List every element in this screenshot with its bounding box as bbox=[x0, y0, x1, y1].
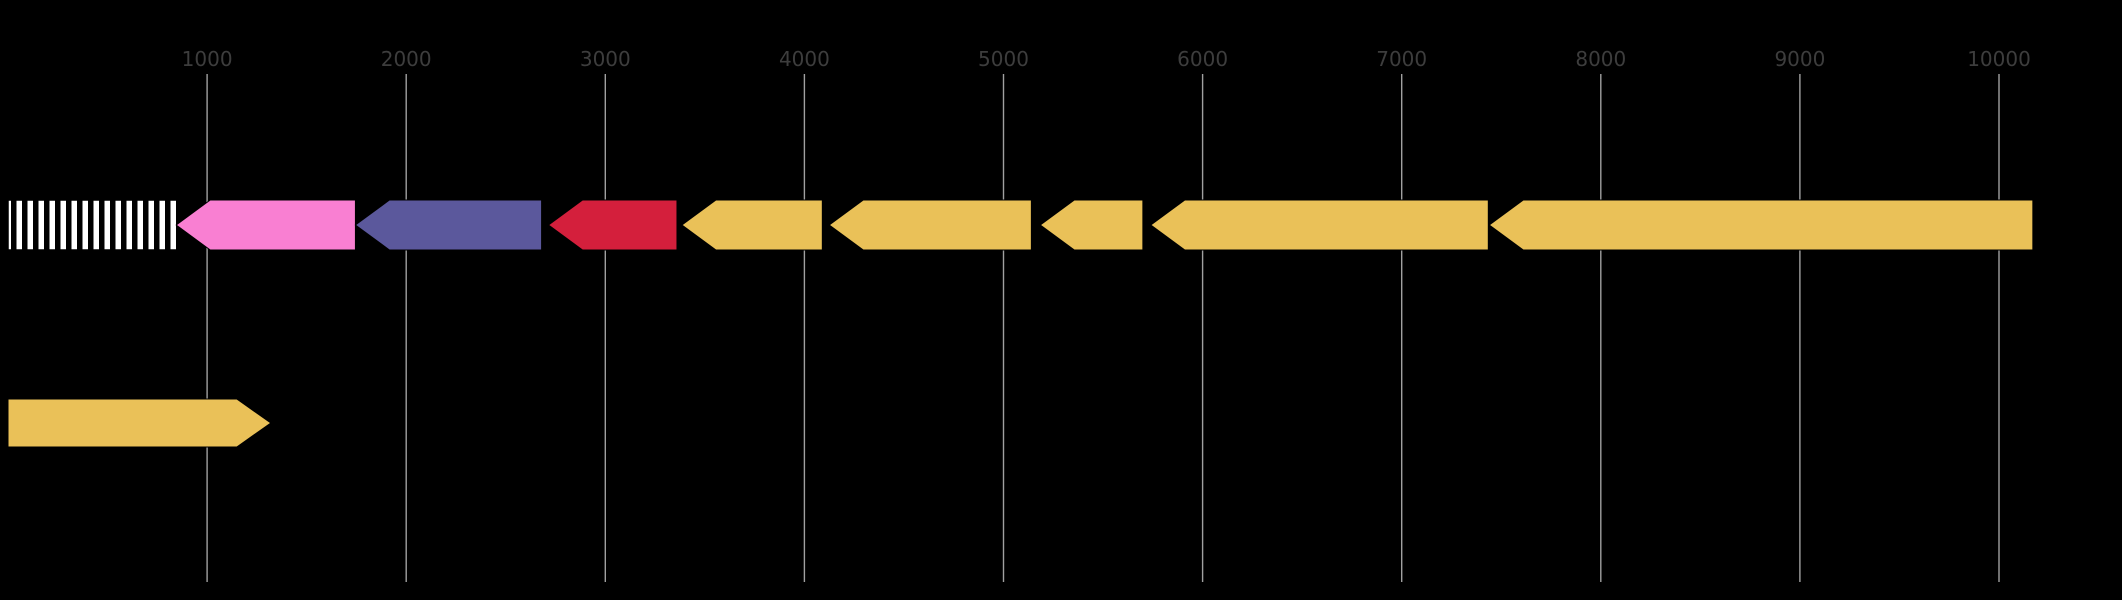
axis-tick-label-5000: 5000 bbox=[978, 47, 1029, 71]
pink-gene-arrow bbox=[175, 199, 356, 251]
axis-tick-label-9000: 9000 bbox=[1774, 47, 1825, 71]
axis-tick-label-8000: 8000 bbox=[1575, 47, 1626, 71]
gold-gene-arrow-3 bbox=[1039, 199, 1144, 251]
axis-tick-label-3000: 3000 bbox=[580, 47, 631, 71]
hatched-box-feature bbox=[7, 199, 178, 251]
red-gene-arrow bbox=[547, 199, 678, 251]
axis-tick-label-6000: 6000 bbox=[1177, 47, 1228, 71]
purple-gene-arrow bbox=[354, 199, 543, 251]
axis-tick-label-2000: 2000 bbox=[381, 47, 432, 71]
axis-tick-label-1000: 1000 bbox=[182, 47, 233, 71]
axis-tick-label-10000: 10000 bbox=[1967, 47, 2031, 71]
gold-gene-arrow-forward bbox=[7, 398, 272, 448]
gold-gene-arrow-5 bbox=[1488, 199, 2034, 251]
gold-gene-arrow-2 bbox=[828, 199, 1032, 251]
axis-tick-label-4000: 4000 bbox=[779, 47, 830, 71]
axis-tick-label-7000: 7000 bbox=[1376, 47, 1427, 71]
gold-gene-arrow-4 bbox=[1149, 199, 1489, 251]
gold-gene-arrow-1 bbox=[681, 199, 823, 251]
